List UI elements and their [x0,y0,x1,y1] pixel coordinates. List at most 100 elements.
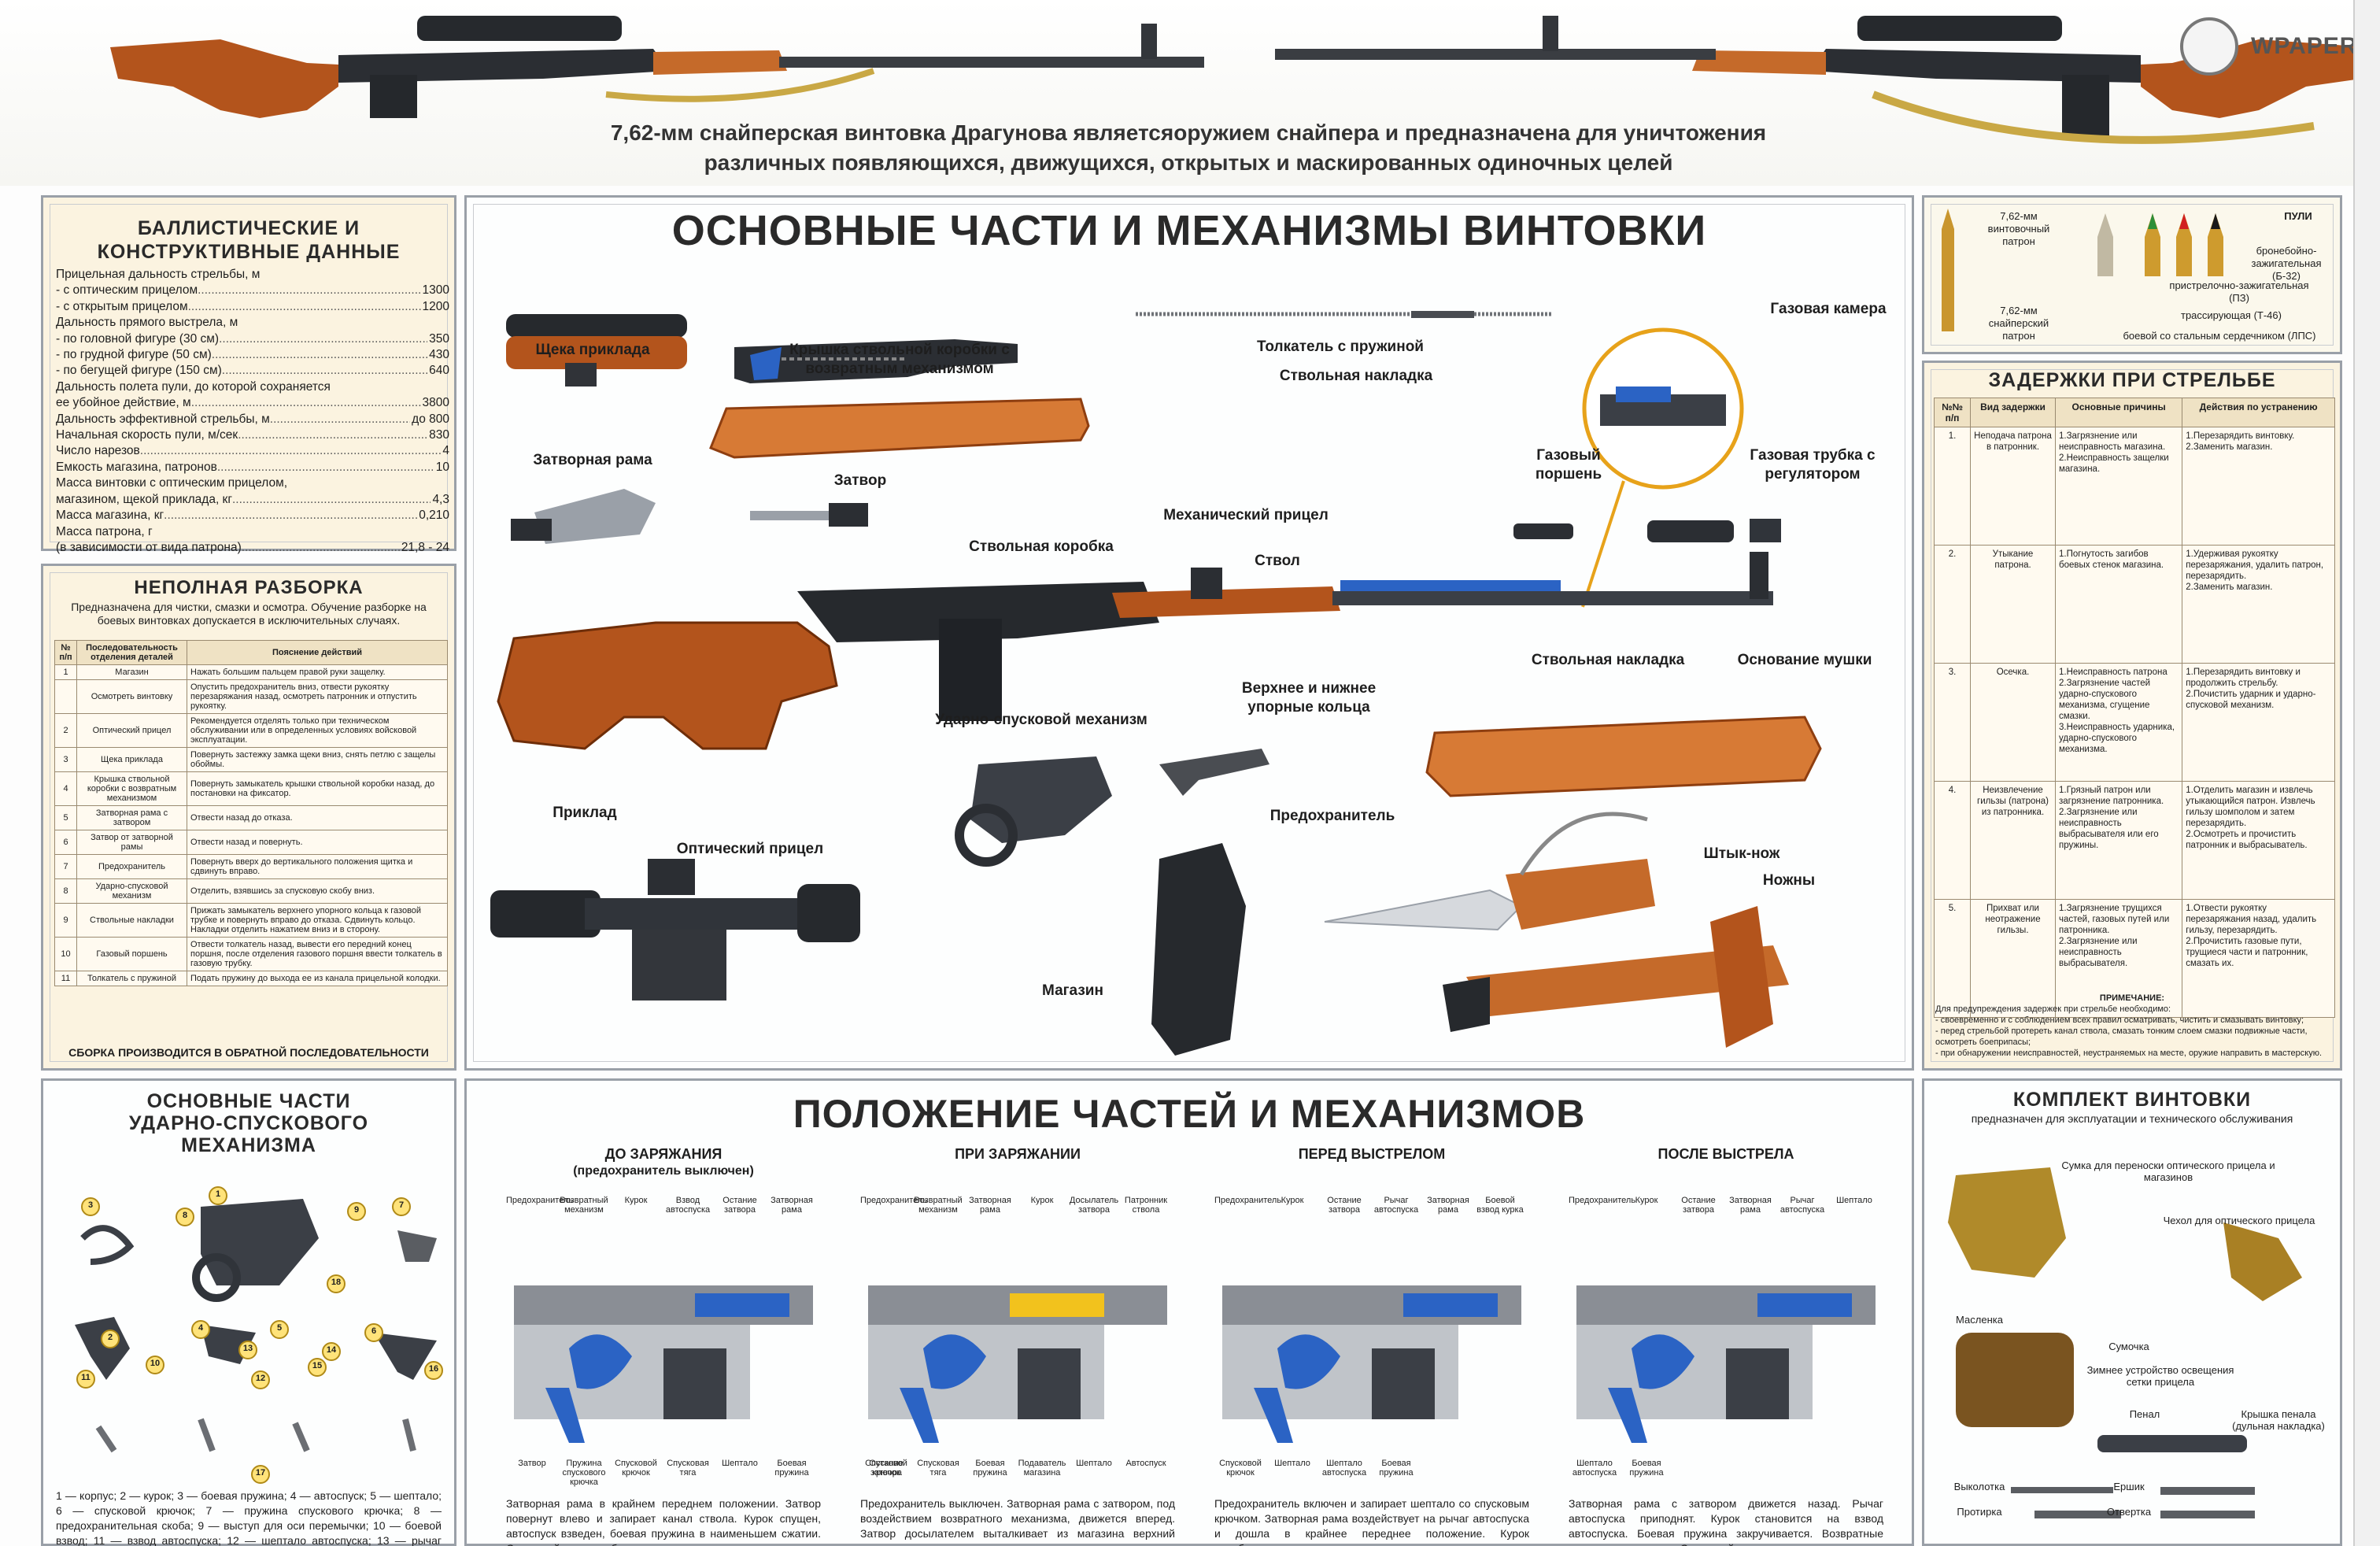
ballistic-row: Начальная скорость пули, м/сек 830 [56,427,449,443]
ballistic-row-value: 830 [429,428,449,442]
stage-callout: Автоспуск [1125,1459,1166,1468]
rifle-illustration-left [110,16,1204,118]
right-edge-strip [2353,0,2380,1546]
trigger-parts-title: ОСНОВНЫЕ ЧАСТИ УДАРНО-СПУСКОВОГО МЕХАНИЗ… [43,1090,454,1156]
table-cell: Прихват или неотражение гильзы. [1970,899,2056,1018]
label-bullet-pz: пристрелочно-зажигательная (ПЗ) [2169,279,2309,304]
gas-chamber-zoom [1581,327,1744,608]
ballistic-row-label: Дальность прямого выстрела, м [56,316,238,330]
trigger-part-number: 7 [398,1200,405,1210]
sear-part [397,1230,437,1262]
ballistic-row: Масса винтовки с оптическим прицелом, [56,475,449,491]
stage-callout: Затворная рама [1729,1196,1772,1215]
table-cell: Затворная рама с затвором [76,805,187,830]
cheek-piece-part [506,314,687,386]
rifle-illustration-right [1275,16,2369,144]
rifle-kit-panel: КОМПЛЕКТ ВИНТОВКИ предназначен для экспл… [1922,1078,2342,1546]
receiver-cover-part [734,339,1018,383]
ballistic-row: Масса патрона, г [56,524,449,540]
stage-callout: Досылатель затвора [1069,1196,1119,1215]
stage-callout: Боевая пружина [1629,1459,1664,1478]
ballistic-row-label: Начальная скорость пули, м/сек [56,428,238,442]
ballistic-row-leader [191,395,421,411]
ballistic-row-label: Число нарезов [56,444,140,458]
stage-callout: Боевая пружина [1379,1459,1414,1478]
note-line: - перед стрельбой протереть канал ствола… [1935,1026,2308,1047]
trigger-part-number: 10 [150,1359,161,1368]
label-sniper-cartridge: 7,62-мм снайперский патрон [1988,305,2049,342]
label-cheek-piece: Щека приклада [535,342,650,358]
ballistic-row: - с оптическим прицелом1300 [56,283,449,298]
ballistic-row: Масса магазина, кг0,210 [56,508,449,523]
stage-callout: Шептало [1076,1459,1112,1468]
watermark: WPAPERS.RU [2180,17,2380,76]
ballistic-row: - по грудной фигуре (50 см)430 [56,347,449,363]
stage-callout: Затворная рама [771,1196,813,1215]
trigger-part-number: 16 [428,1364,439,1374]
column-header: Вид задержки [1970,398,2056,427]
parts-positions-panel: ПОЛОЖЕНИЕ ЧАСТЕЙ И МЕХАНИЗМОВ ДО ЗАРЯЖАН… [464,1078,1914,1546]
trigger-part-number: 8 [182,1211,188,1220]
trigger-part-number: 13 [242,1344,253,1353]
stage-callout: Патронник ствола [1124,1196,1168,1215]
table-cell: 1.Грязный патрон или загрязнение патронн… [2054,781,2183,900]
cartridge-rifle-icon [1942,209,1954,331]
ballistic-row-label: - по бегущей фигуре (150 см) [56,364,222,378]
table-cell: Повернуть застежку замка щеки вниз, снят… [187,747,448,772]
trigger-part-number: 12 [255,1374,266,1383]
label-rear-sight: Механический прицел [1163,507,1329,523]
table-cell: Ствольные накладки [76,903,187,938]
ballistic-row-label: магазином, щекой приклада, кг [56,492,232,506]
upper-handguard-part [709,398,1090,459]
ballistic-row-leader [331,379,448,395]
stage-caption: Затворная рама в крайнем переднем положе… [506,1497,821,1546]
label-scope-cover: Чехол для оптического прицела [2163,1215,2315,1226]
malfunctions-table: №№ п/п Вид задержки Основные причины Дей… [1934,398,2335,1018]
label-magazine: Магазин [1042,982,1103,999]
ballistic-row: - по бегущей фигуре (150 см)640 [56,363,449,379]
label-gas-tube: Газовая трубка с регулятором [1750,447,1876,483]
safety-part [1159,749,1269,796]
column-header: Последовательность отделения деталей [76,640,187,665]
stage-caption: Предохранитель выключен. Затворная рама … [860,1497,1175,1546]
ballistic-row-leader [153,524,448,540]
table-cell: Магазин [76,664,187,680]
ballistic-row-leader [287,475,448,491]
gas-piston-part [1513,523,1573,539]
table-cell: Прижать замыкатель верхнего упорного кол… [187,903,448,938]
ballistic-row-label: - по грудной фигуре (50 см) [56,348,212,362]
table-cell: Утыкание патрона. [1970,545,2056,664]
cartridges-illustration [1942,209,2223,331]
rifle-description-line2: различных появляющихся, движущихся, откр… [704,150,1673,175]
trigger-part-number: 5 [276,1323,283,1333]
trigger-part-number: 2 [107,1333,113,1342]
ballistic-row-leader [222,363,427,379]
ballistic-rows: Прицельная дальность стрельбы, м- с опти… [56,267,449,556]
stage-callout: Затвор [518,1459,546,1468]
field-stripping-table: № п/п Последовательность отделения детал… [54,640,448,986]
label-gas-chamber: Газовая камера [1770,301,1887,317]
table-cell: 5. [1934,899,1971,1018]
label-safety: Предохранитель [1269,808,1395,824]
ballistic-row-label: ее убойное действие, м [56,396,191,410]
table-cell: 3. [1934,663,1971,782]
label-pouch: Сумочка [2108,1341,2149,1352]
table-cell: 1.Отделить магазин и извлечь утыкающийся… [2182,781,2335,900]
stage-callout: Боевая пружина [774,1459,809,1478]
table-cell: Ударно-спусковой механизм [76,878,187,904]
ballistic-row-leader [232,492,431,508]
brush-item [2160,1487,2255,1495]
table-cell: Нажать большим пальцем правой руки защел… [187,664,448,680]
ballistic-row-leader [164,508,417,523]
ammunition-panel: 7,62-мм винтовочный патрон 7,62-мм снайп… [1922,195,2342,354]
ballistic-row-value [448,315,449,331]
table-cell: Рекомендуется отделять только при технич… [187,713,448,748]
ballistic-row-value [448,524,449,540]
table-cell: Отвести назад и повернуть. [187,830,448,855]
ballistic-row-value: 3800 [422,396,449,410]
table-cell: 1.Отвести рукоятку перезаряжания назад, … [2182,899,2335,1018]
